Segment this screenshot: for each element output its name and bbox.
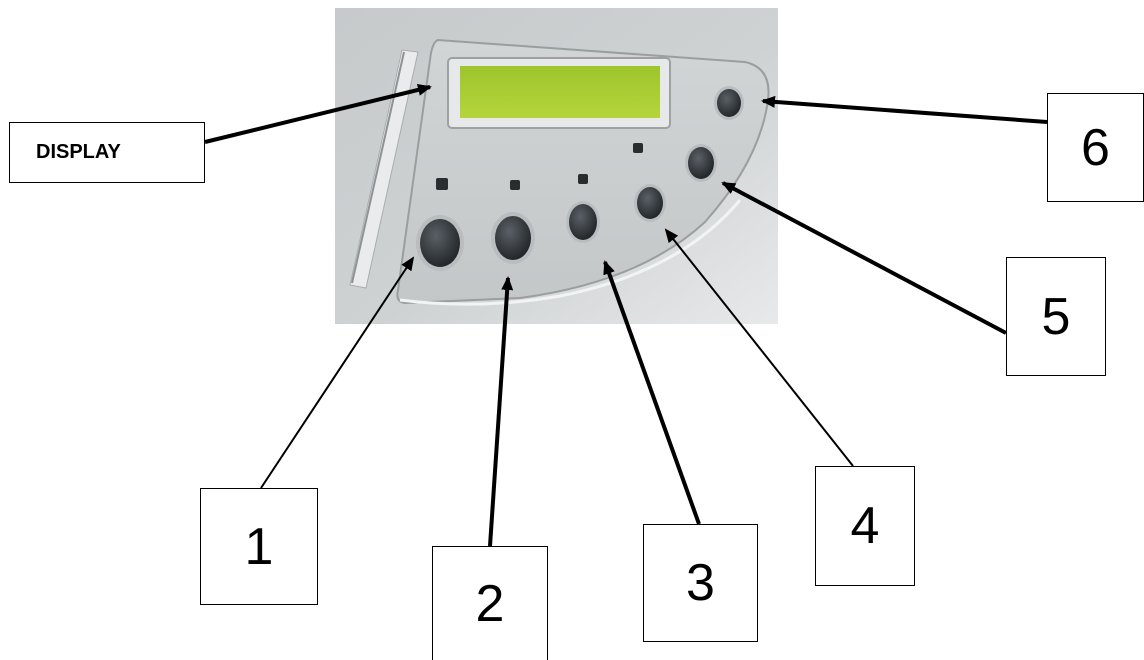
callout-arrows: [204, 84, 1048, 547]
label-3: 3: [643, 524, 758, 642]
label-6: 6: [1047, 93, 1144, 202]
label-5-text: 5: [1041, 287, 1071, 346]
arrow-3: [603, 260, 701, 525]
arrow-5: [721, 181, 1007, 335]
control-buttons: [416, 86, 744, 271]
arrow-2: [488, 276, 514, 547]
arrow-4: [664, 228, 854, 467]
label-display-text: DISPLAY: [36, 141, 121, 163]
indicator-leds: [436, 143, 643, 190]
label-6-text: 6: [1081, 118, 1110, 177]
label-2-text: 2: [475, 574, 505, 633]
lcd-display: [447, 57, 671, 129]
label-1: 1: [200, 488, 318, 605]
label-4: 4: [815, 466, 915, 586]
arrow-1: [260, 256, 415, 489]
label-1-text: 1: [244, 517, 274, 576]
arrow-display: [204, 84, 432, 144]
label-display: DISPLAY: [9, 122, 205, 183]
arrow-6: [761, 95, 1048, 124]
label-2: 2: [432, 546, 548, 660]
label-5: 5: [1006, 257, 1106, 376]
label-3-text: 3: [686, 554, 715, 612]
label-4-text: 4: [850, 497, 880, 555]
